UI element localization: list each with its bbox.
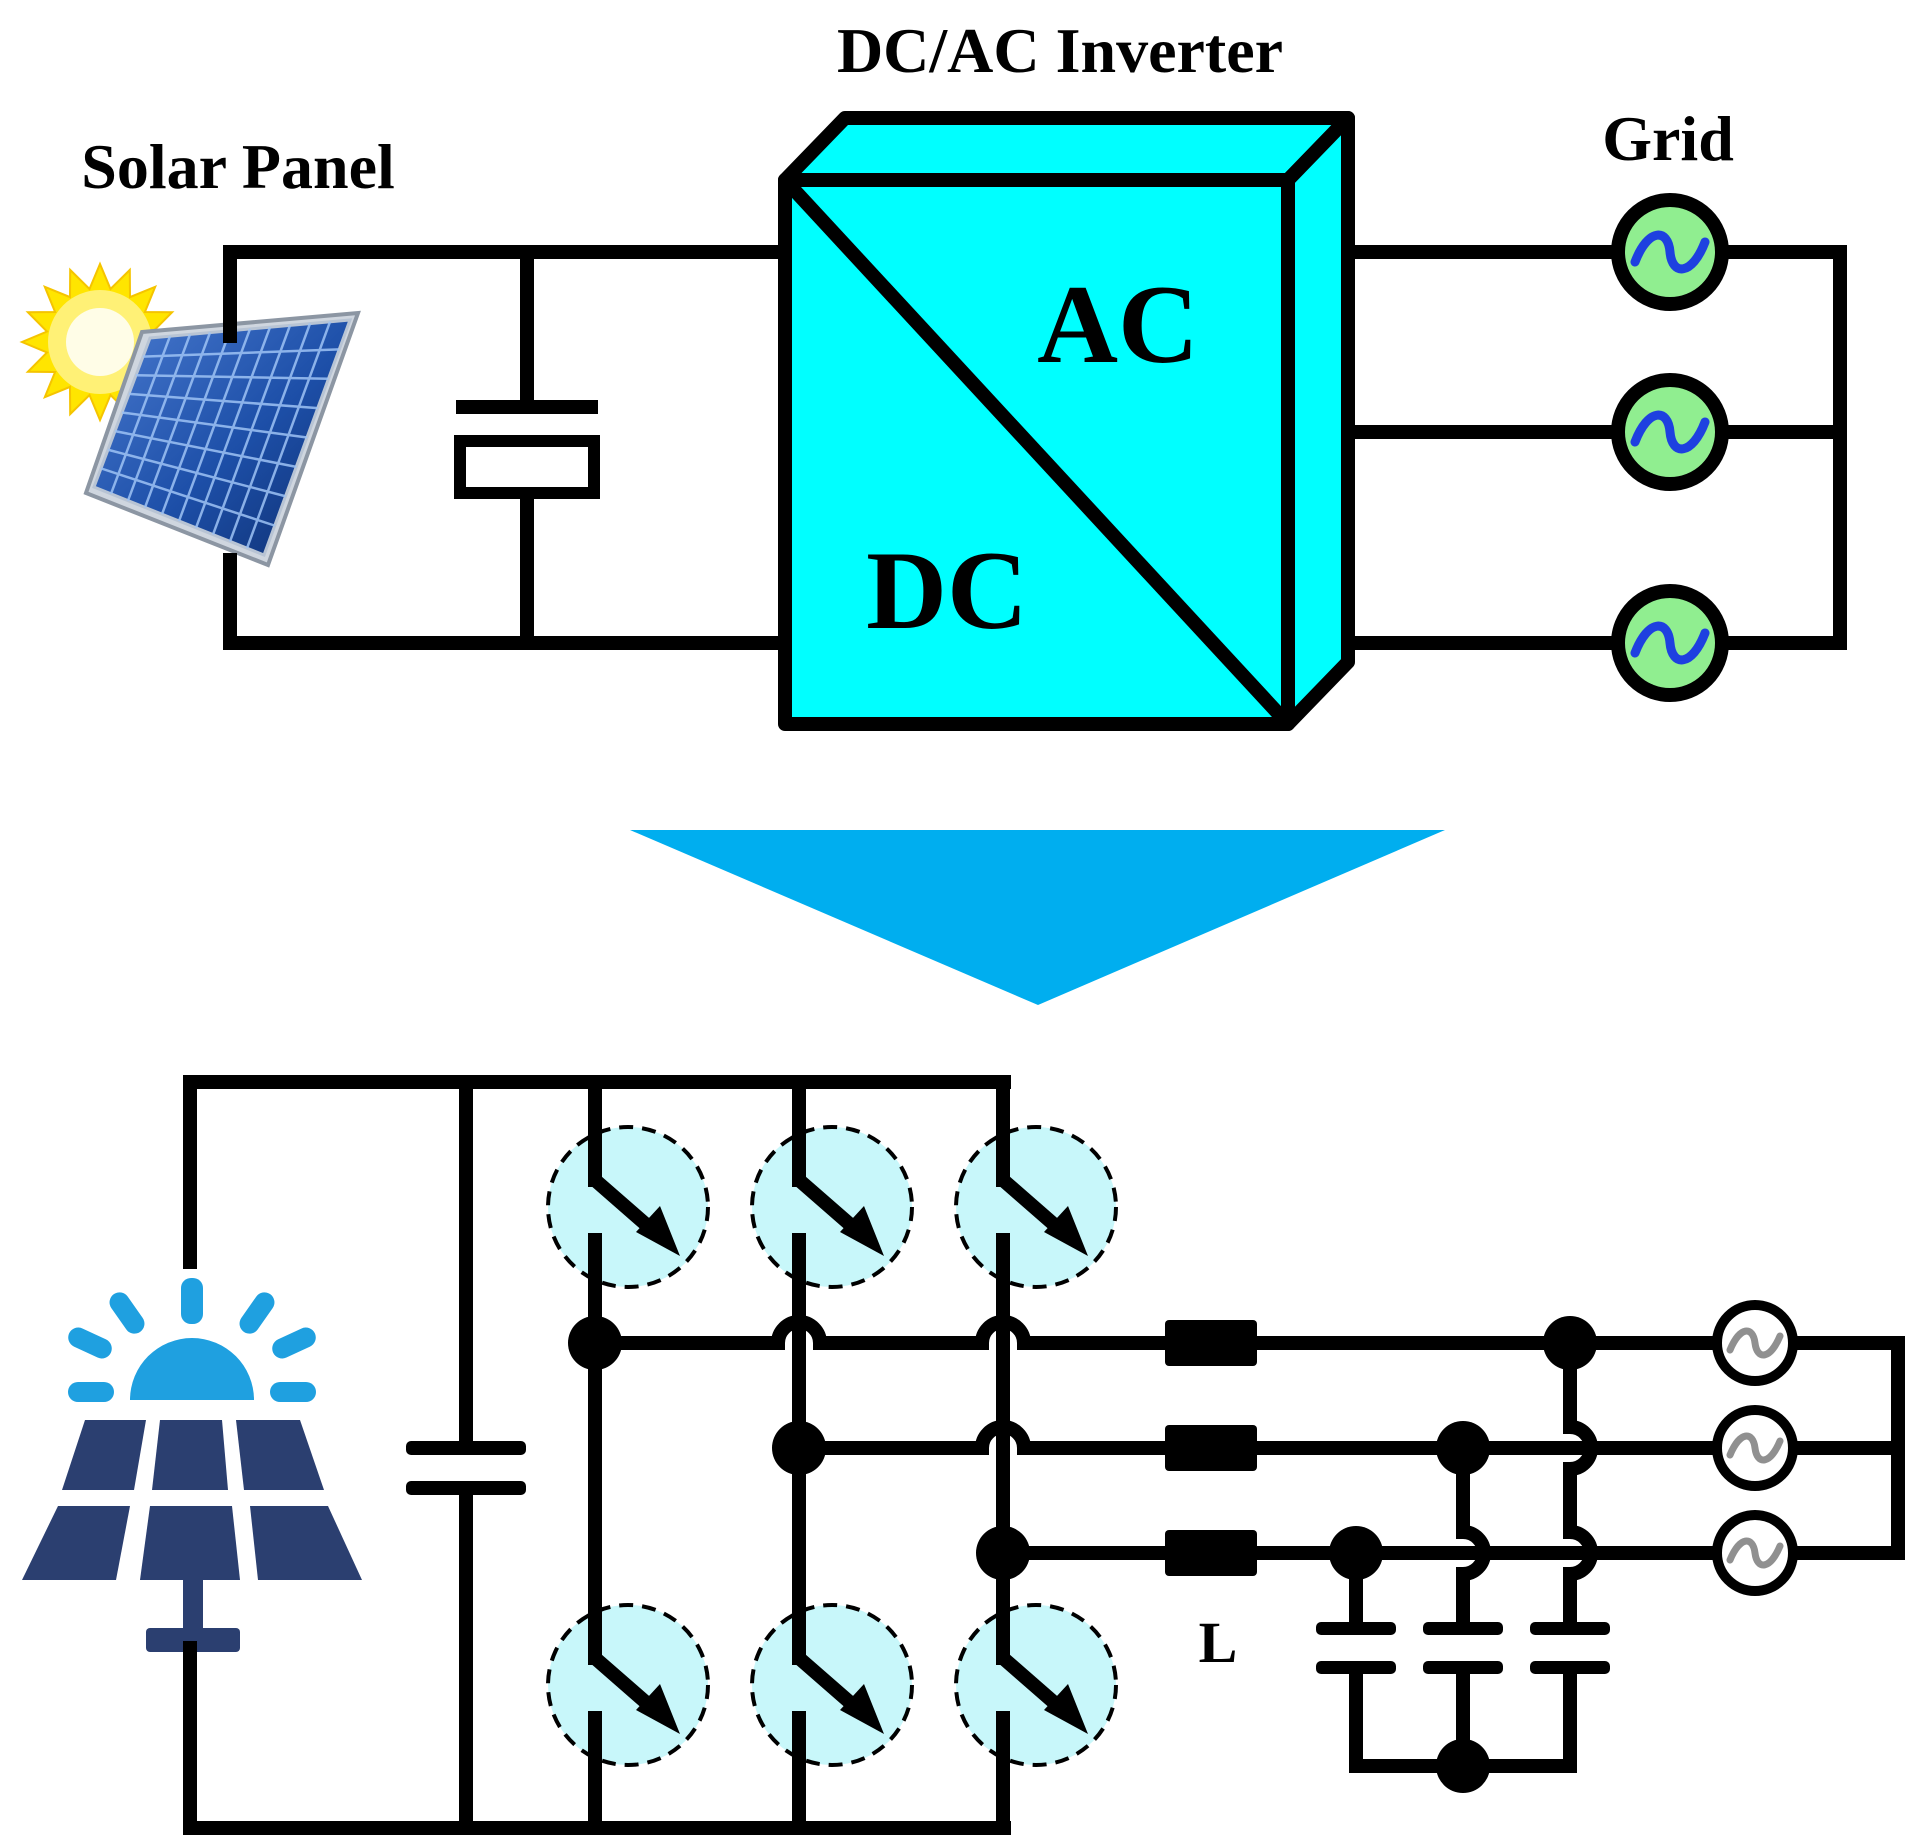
- top-block-diagram: DC/AC Inverter Solar Panel Grid: [19, 15, 1847, 731]
- ac-voltage-source-icon: [1712, 1405, 1798, 1491]
- filter-inductors: [1165, 1320, 1257, 1576]
- inverter-box: AC DC: [778, 111, 1355, 731]
- bottom-grid-sources: [1712, 1300, 1798, 1596]
- inductor-label: L: [1199, 1610, 1238, 1675]
- ac-voltage-source-icon: [1712, 1300, 1798, 1386]
- ac-voltage-source-icon: [1611, 193, 1729, 311]
- grid-sources: [1611, 193, 1729, 702]
- junction-dots: [568, 1316, 1597, 1793]
- down-arrow-icon: [630, 830, 1445, 1005]
- ac-voltage-source-icon: [1611, 584, 1729, 702]
- ac-label: AC: [1037, 263, 1199, 387]
- bottom-circuit-schematic: L: [22, 1075, 1905, 1835]
- grid-title: Grid: [1602, 103, 1734, 174]
- dc-label: DC: [866, 529, 1028, 653]
- filter-capacitors: [1316, 1622, 1610, 1674]
- solar-panel-title: Solar Panel: [81, 131, 395, 202]
- ac-voltage-source-icon: [1611, 373, 1729, 491]
- ac-output-wires: [1348, 245, 1847, 650]
- solar-panel-illustration: [19, 261, 361, 568]
- ac-voltage-source-icon: [1712, 1510, 1798, 1596]
- dc-link-capacitor: [454, 400, 600, 499]
- igbt-arrowheads: [636, 1206, 1088, 1734]
- sun-icon: [19, 261, 181, 423]
- inverter-title: DC/AC Inverter: [837, 15, 1283, 86]
- solar-panel-with-sun-icon: [22, 1278, 362, 1652]
- dc-capacitor: [406, 1441, 526, 1495]
- igbt-switches: [590, 1174, 1063, 1712]
- dc-bus-wires: [223, 245, 785, 650]
